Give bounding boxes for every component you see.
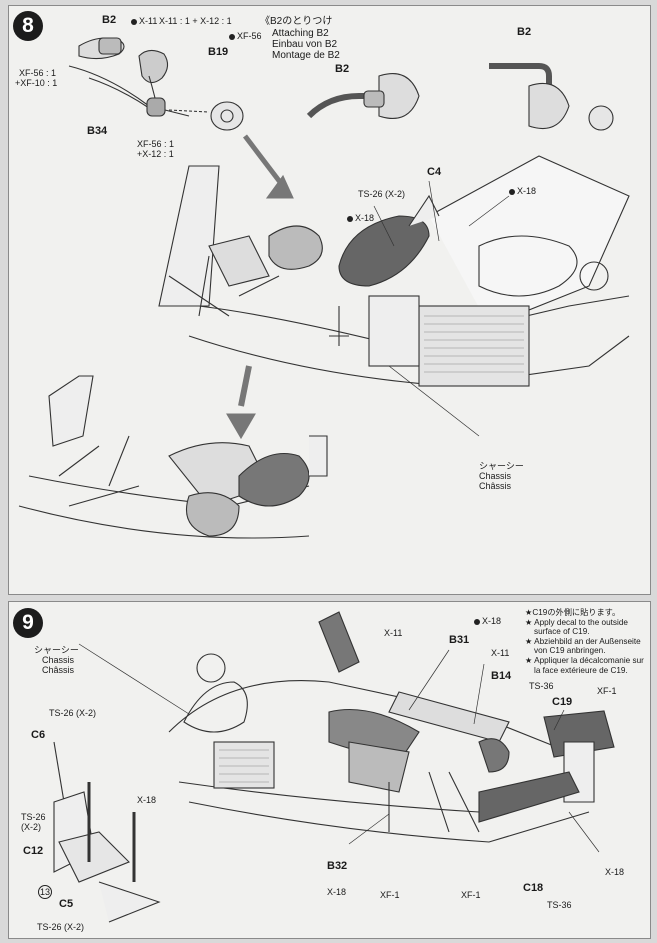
part-label-c12: C12: [23, 845, 44, 857]
paint-label-ts26: TS-26 (X-2): [49, 708, 97, 718]
chassis-label-fr: Châssis: [42, 665, 75, 675]
chassis-label-en: Chassis: [42, 655, 75, 665]
paint-label-x18: X-18: [347, 213, 374, 223]
paint-label-xf1: XF-1: [597, 686, 617, 696]
part-label-b31: B31: [449, 634, 470, 646]
step-9-panel: 9 ★C19の外側に貼ります。 ★ Apply decal to the out…: [8, 601, 651, 939]
step-number: 8: [13, 11, 43, 41]
paint-drop-icon: [509, 188, 515, 195]
decal-note-line: ★ Abziehbild an der Außenseite: [525, 636, 641, 646]
decal-note-line: ★C19の外側に貼ります。: [525, 608, 621, 617]
paint-label-x18: X-18: [509, 186, 536, 196]
decal-note: ★C19の外側に貼ります。 ★ Apply decal to the outsi…: [525, 608, 644, 675]
step-8-illustration: [18, 37, 630, 539]
paint-mix-label: XF-56 : 1: [137, 139, 175, 149]
paint-drop-icon: [347, 215, 353, 222]
part-label-c4: C4: [427, 166, 442, 178]
chassis-label-jp: シャーシー: [479, 461, 524, 471]
paint-label-xf1: XF-1: [461, 890, 481, 900]
paint-mix-label: +XF-10 : 1: [15, 78, 58, 88]
part-label-c18: C18: [523, 882, 544, 894]
part-label-b2: B2: [335, 63, 350, 75]
paint-drop-icon: [229, 33, 235, 40]
decal-note-line: ★ Appliquer la décalcomanie sur: [525, 655, 644, 665]
paint-label-xf1: XF-1: [380, 890, 400, 900]
step-9-illustration: [53, 611, 615, 923]
chassis-label-en: Chassis: [479, 471, 512, 481]
step-title-fr: Montage de B2: [272, 50, 340, 61]
paint-label-ts36: TS-36: [547, 900, 572, 910]
part-label-c6: C6: [31, 729, 46, 741]
part-label-c19: C19: [552, 696, 573, 708]
decal-note-line: surface of C19.: [534, 627, 590, 637]
decal-number-13: 13: [38, 885, 52, 899]
paint-label-x11: X-11: [491, 648, 510, 658]
chassis-label-jp: シャーシー: [34, 645, 79, 655]
step-title-en: Attaching B2: [272, 28, 329, 39]
paint-drop-icon: [131, 18, 137, 25]
paint-label-x18: X-18: [605, 867, 625, 877]
step-title-jp: 《B2のとりつけ: [260, 16, 333, 27]
paint-label-x18: X-18: [137, 795, 157, 805]
part-label-b2: B2: [102, 14, 117, 26]
step-8-panel: 8 B2 X-11 X-11 : 1 + X-12 : 1 XF-56 B19 …: [8, 5, 651, 595]
paint-mix-label: XF-56 : 1: [19, 68, 57, 78]
step-title-de: Einbau von B2: [272, 39, 338, 50]
paint-label-ts26: TS-26 (X-2): [358, 189, 406, 199]
chassis-label-fr: Châssis: [479, 481, 512, 491]
part-label-b32: B32: [327, 860, 348, 872]
paint-mix-label: X-11 : 1 + X-12 : 1: [159, 16, 232, 26]
part-label-b14: B14: [491, 670, 512, 682]
part-label-b34: B34: [87, 125, 108, 137]
paint-label-xf56: XF-56: [229, 31, 262, 41]
part-label-b2: B2: [517, 26, 532, 38]
step-number: 9: [13, 608, 43, 638]
paint-drop-icon: [474, 618, 480, 625]
paint-label-ts26: TS-26 (X-2): [37, 922, 85, 932]
paint-label-x11: X-11: [384, 628, 403, 638]
part-label-b19: B19: [208, 46, 229, 58]
paint-label-ts26: (X-2): [21, 822, 41, 832]
decal-note-line: ★ Apply decal to the outside: [525, 617, 628, 627]
part-label-c5: C5: [59, 898, 74, 910]
paint-label-x18: X-18: [327, 887, 347, 897]
paint-label-ts36: TS-36: [529, 681, 554, 691]
paint-label-x11: X-11: [131, 16, 157, 26]
decal-note-line: von C19 anbringen.: [534, 646, 606, 656]
paint-mix-label: +X-12 : 1: [137, 149, 174, 159]
paint-label-x18: X-18: [474, 616, 501, 626]
paint-label-ts26: TS-26: [21, 812, 46, 822]
decal-note-line: la face extérieure de C19.: [534, 665, 628, 675]
